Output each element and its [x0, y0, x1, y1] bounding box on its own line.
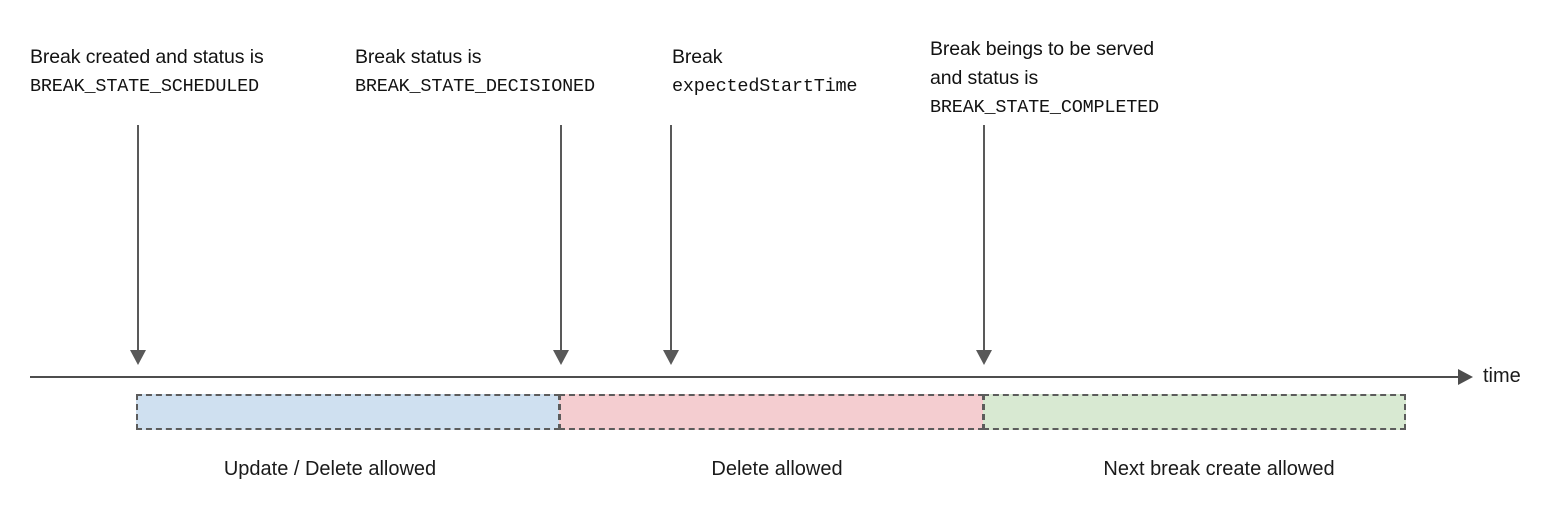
event-arrow-decisioned: [553, 125, 569, 365]
event-arrow-scheduled: [130, 125, 146, 365]
event-label-line: expectedStartTime: [672, 76, 858, 97]
event-arrow-completed: [976, 125, 992, 365]
phase-caption-delete: Delete allowed: [711, 458, 843, 480]
event-label-scheduled: Break created and status is BREAK_STATE_…: [30, 43, 264, 101]
time-axis-label: time: [1483, 365, 1521, 387]
event-label-line: Break beings to be served: [930, 38, 1155, 60]
event-label-line: Break: [672, 46, 723, 68]
event-label-line: BREAK_STATE_SCHEDULED: [30, 76, 259, 97]
event-label-expected-start-time: Break expectedStartTime: [672, 43, 858, 101]
phase-bar-update-delete: [136, 394, 560, 430]
event-label-line: Break created and status is: [30, 46, 264, 68]
phase-bar-delete: [559, 394, 984, 430]
event-label-completed: Break beings to be served and status is …: [930, 35, 1159, 122]
event-label-decisioned: Break status is BREAK_STATE_DECISIONED: [355, 43, 595, 101]
event-label-line: and status is: [930, 67, 1039, 89]
time-axis-arrow-icon: [1458, 369, 1473, 385]
phase-caption-next-break-create: Next break create allowed: [1103, 458, 1335, 480]
event-label-line: Break status is: [355, 46, 482, 68]
phase-caption-update-delete: Update / Delete allowed: [223, 458, 437, 480]
event-label-line: BREAK_STATE_DECISIONED: [355, 76, 595, 97]
phase-bar-next-break-create: [983, 394, 1406, 430]
time-axis-line: [30, 376, 1471, 378]
event-label-line: BREAK_STATE_COMPLETED: [930, 97, 1159, 118]
event-arrow-expected-start-time: [663, 125, 679, 365]
